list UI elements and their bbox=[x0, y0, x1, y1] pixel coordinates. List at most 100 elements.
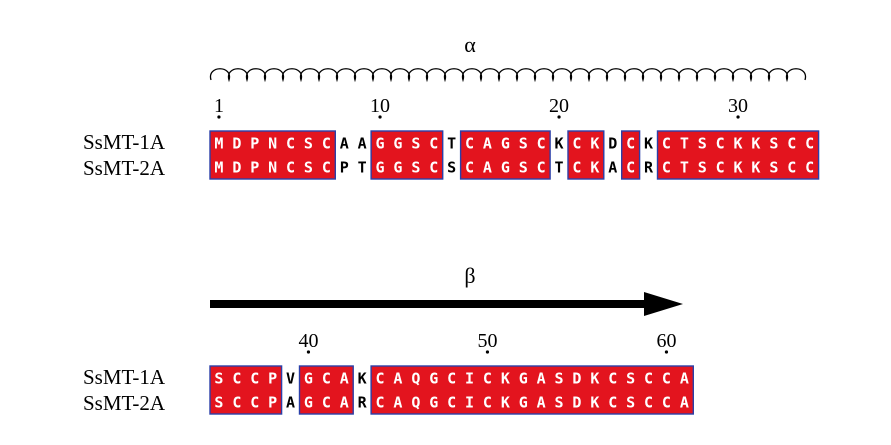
residue: G bbox=[304, 370, 313, 388]
residue: D bbox=[572, 394, 581, 412]
residue: C bbox=[608, 394, 617, 412]
residue: C bbox=[662, 370, 671, 388]
residue: K bbox=[734, 135, 743, 153]
sequence-name-ssmt-2a: SsMT-2A bbox=[83, 156, 166, 180]
identical-column bbox=[424, 131, 444, 179]
identical-column bbox=[603, 366, 623, 414]
residue: A bbox=[483, 135, 492, 153]
identical-column bbox=[639, 366, 658, 414]
residue: C bbox=[322, 370, 331, 388]
residue: A bbox=[680, 370, 689, 388]
sequence-name-ssmt-2a: SsMT-2A bbox=[83, 391, 166, 415]
residue: S bbox=[698, 159, 707, 177]
residue: V bbox=[286, 370, 295, 388]
residue: S bbox=[555, 394, 564, 412]
residue: C bbox=[429, 159, 438, 177]
identical-column bbox=[389, 366, 408, 414]
residue: T bbox=[447, 135, 456, 153]
residue: S bbox=[519, 135, 528, 153]
residue: C bbox=[662, 135, 671, 153]
residue: K bbox=[590, 394, 599, 412]
residue: Q bbox=[411, 394, 420, 412]
identical-column bbox=[317, 366, 336, 414]
residue: K bbox=[734, 159, 743, 177]
residue: D bbox=[608, 135, 617, 153]
residue: C bbox=[286, 159, 295, 177]
identical-column bbox=[550, 366, 569, 414]
conserved-region-frame bbox=[567, 130, 605, 180]
residue: C bbox=[662, 159, 671, 177]
residue: G bbox=[519, 394, 528, 412]
residue: A bbox=[340, 135, 349, 153]
residue: A bbox=[537, 394, 546, 412]
residue: A bbox=[483, 159, 492, 177]
conserved-region-frame bbox=[209, 130, 337, 180]
residue: I bbox=[465, 394, 474, 412]
strand-symbol: β bbox=[464, 263, 475, 288]
identical-column bbox=[227, 131, 247, 179]
residue: P bbox=[250, 135, 259, 153]
residue: S bbox=[555, 370, 564, 388]
residue: P bbox=[268, 394, 277, 412]
residue: M bbox=[214, 159, 223, 177]
residue: K bbox=[644, 135, 653, 153]
identical-column bbox=[424, 366, 444, 414]
residue: P bbox=[340, 159, 349, 177]
residue: K bbox=[590, 370, 599, 388]
identical-column bbox=[406, 366, 426, 414]
residue: M bbox=[214, 135, 223, 153]
identical-column bbox=[711, 131, 730, 179]
identical-column bbox=[675, 366, 694, 414]
position-number: 60 bbox=[656, 330, 676, 352]
residue: C bbox=[644, 370, 653, 388]
conserved-region-frame bbox=[459, 130, 551, 180]
residue: K bbox=[501, 370, 510, 388]
residue: G bbox=[393, 135, 402, 153]
residue: C bbox=[286, 135, 295, 153]
residue: C bbox=[716, 135, 725, 153]
identical-column bbox=[729, 131, 748, 179]
residue: A bbox=[680, 394, 689, 412]
residue: G bbox=[501, 159, 510, 177]
identical-column bbox=[245, 131, 265, 179]
residue: A bbox=[393, 370, 402, 388]
identical-column bbox=[263, 131, 282, 179]
residue: S bbox=[304, 159, 313, 177]
identical-column bbox=[496, 131, 515, 179]
position-number: 1 bbox=[214, 95, 224, 117]
position-number: 20 bbox=[549, 95, 569, 117]
conserved-region-frame bbox=[656, 130, 820, 180]
position-dot bbox=[664, 350, 669, 354]
identical-column bbox=[389, 131, 408, 179]
residue: C bbox=[662, 394, 671, 412]
beta-strand-arrow bbox=[210, 292, 683, 316]
residue: P bbox=[250, 159, 259, 177]
conserved-region-frame bbox=[370, 365, 695, 415]
residue: C bbox=[465, 135, 474, 153]
identical-column bbox=[210, 366, 229, 414]
residue: A bbox=[340, 370, 349, 388]
identical-column bbox=[317, 131, 336, 179]
residue: K bbox=[751, 159, 760, 177]
residue: C bbox=[644, 394, 653, 412]
identical-column bbox=[693, 131, 712, 179]
conserved-region-frame bbox=[209, 365, 283, 415]
residue: G bbox=[393, 159, 402, 177]
identical-column bbox=[478, 366, 497, 414]
position-dot bbox=[378, 115, 382, 119]
residue: T bbox=[680, 135, 689, 153]
residue: C bbox=[805, 159, 814, 177]
identical-column bbox=[406, 131, 426, 179]
identical-column bbox=[621, 131, 640, 179]
identical-column bbox=[299, 366, 318, 414]
residue: S bbox=[214, 370, 223, 388]
residue: T bbox=[555, 159, 564, 177]
position-number: 50 bbox=[477, 330, 497, 352]
identical-column bbox=[532, 131, 551, 179]
